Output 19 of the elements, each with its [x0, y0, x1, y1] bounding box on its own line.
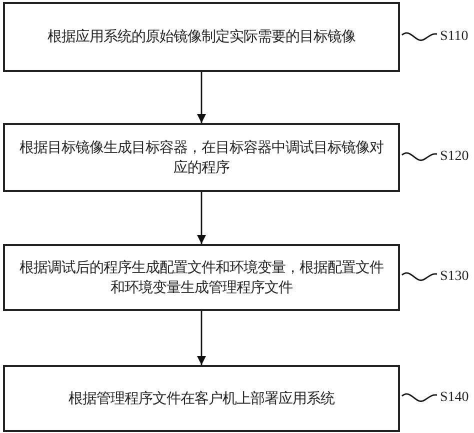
step-number: S130 — [440, 268, 469, 286]
arrow — [197, 192, 206, 244]
arrow — [197, 311, 206, 365]
step-number: S120 — [440, 148, 469, 166]
step-number: S110 — [440, 28, 468, 46]
step-number: S140 — [440, 389, 469, 407]
arrow — [197, 72, 206, 123]
leader-line — [402, 272, 438, 281]
step-text: 根据管理程序文件在客户机上部署应用系统 — [68, 390, 334, 408]
step-text: 根据调试后的程序生成配置文件和环境变量，根据配置文件和环境变量生成管理程序文件 — [18, 258, 384, 298]
step-text: 根据目标镜像生成目标容器，在目标容器中调试目标镜像对应的程序 — [18, 138, 384, 178]
process-box — [3, 123, 400, 192]
process-box — [3, 2, 400, 72]
leader-line — [402, 393, 438, 402]
step-text: 根据应用系统的原始镜像制定实际需要的目标镜像 — [48, 28, 356, 47]
leader-line — [402, 32, 438, 41]
process-box — [3, 244, 400, 311]
leader-line — [402, 152, 438, 161]
process-box — [3, 365, 400, 432]
